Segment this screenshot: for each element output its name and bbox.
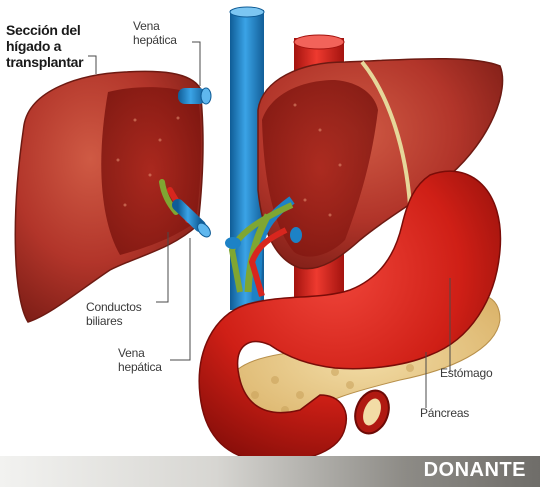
footer-bar: DONANTE [0,456,540,487]
liver-section [15,71,213,322]
label-pancreas: Páncreas [420,406,469,420]
hepatic-vein-stub-top [178,88,211,104]
label-vena-hepatica-bottom: Vena hepática [118,346,162,374]
label-estomago: Estómago [440,366,492,380]
label-vena-hepatica-top: Vena hepática [133,19,177,47]
diagram-title: Sección del hígado a transplantar [6,22,116,70]
footer-label: DONANTE [424,459,526,482]
label-conductos-biliares: Conductos biliares [86,300,142,328]
